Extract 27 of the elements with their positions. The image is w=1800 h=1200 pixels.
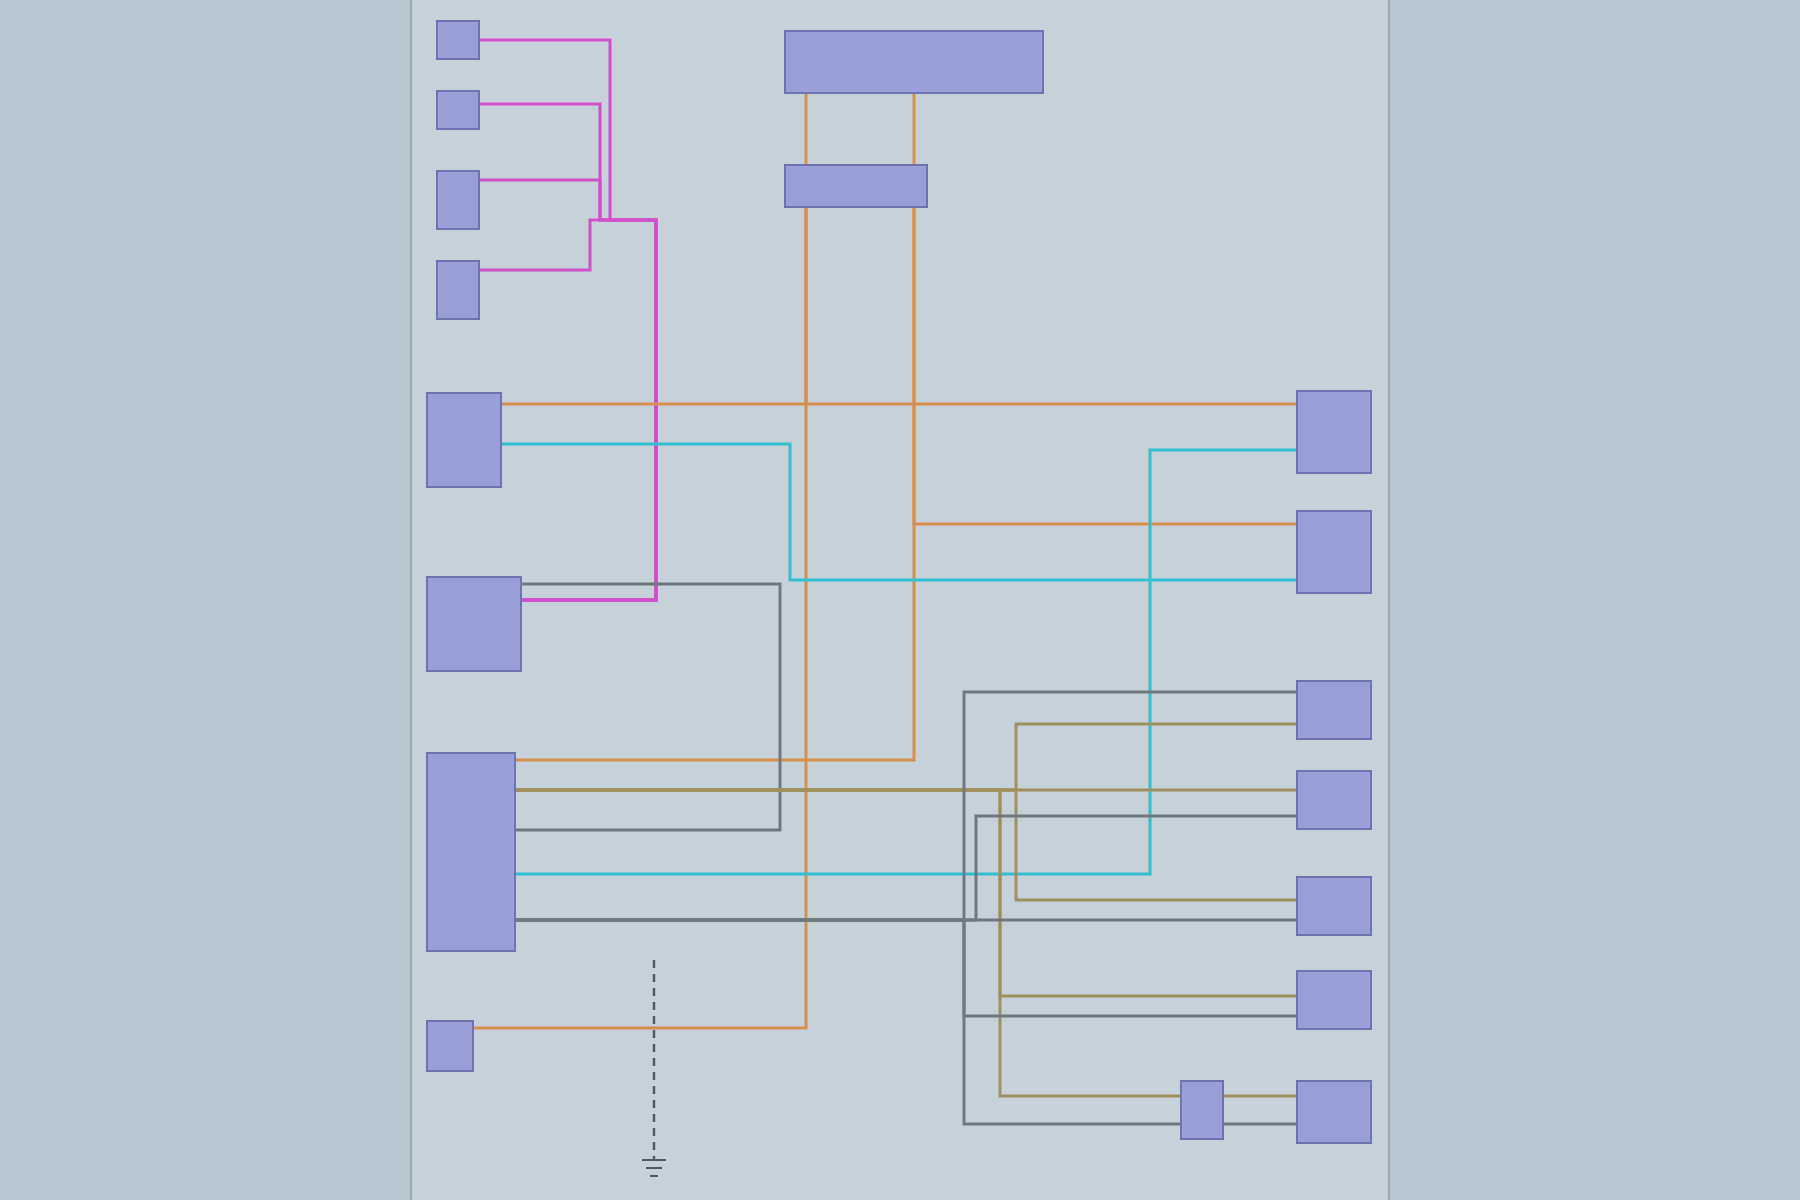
actuator-box: [1296, 770, 1372, 830]
fuse-block: [784, 30, 1044, 94]
wire: [1224, 1122, 1296, 1126]
wire: [516, 208, 916, 762]
switch-box: [426, 1020, 474, 1072]
wire: [516, 448, 1296, 876]
actuator-box: [1296, 876, 1372, 936]
switch-box: [1296, 390, 1372, 474]
module-box: [426, 576, 522, 672]
wire: [502, 442, 1296, 582]
wire: [516, 582, 782, 832]
switch-box: [436, 170, 480, 230]
connector-block: [1180, 1080, 1224, 1140]
switch-box: [1296, 510, 1372, 594]
wire: [912, 94, 916, 164]
wire: [1224, 1094, 1296, 1098]
actuator-box: [1296, 970, 1372, 1030]
switch-box: [426, 392, 502, 488]
relay-box: [426, 752, 516, 952]
switch-box: [436, 260, 480, 320]
actuator-box: [1296, 1080, 1372, 1144]
wire: [804, 94, 808, 164]
switch-box: [436, 20, 480, 60]
actuator-box: [1296, 680, 1372, 740]
wire: [474, 208, 808, 1030]
connector-block: [784, 164, 928, 208]
switch-box: [436, 90, 480, 130]
